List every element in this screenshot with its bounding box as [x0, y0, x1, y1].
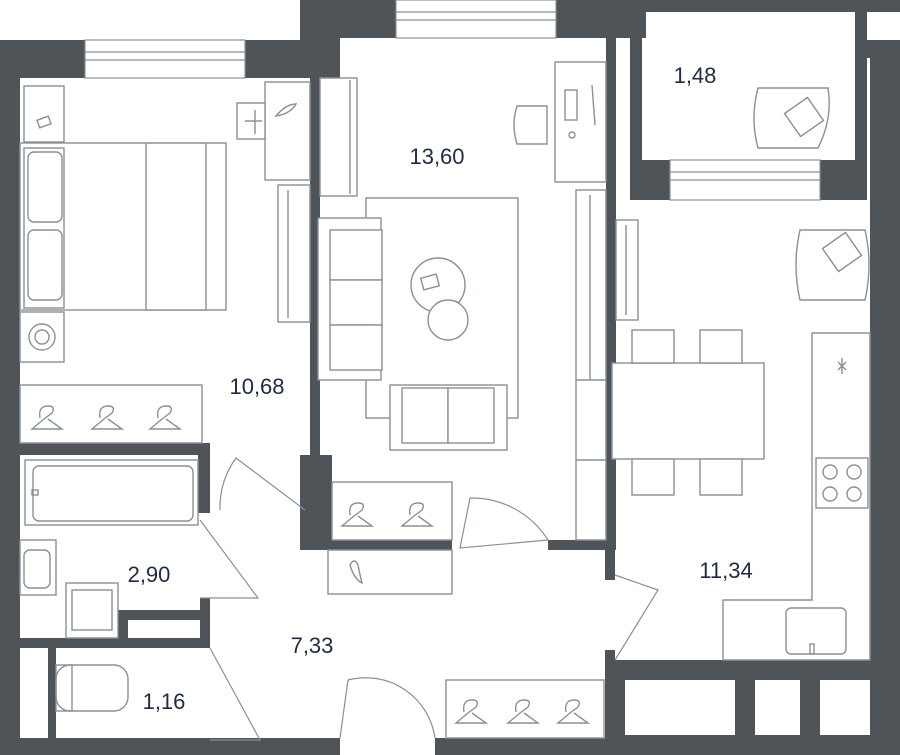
- area-label-bathroom: 2,90: [128, 562, 171, 587]
- bedroom-wardrobe: [277, 184, 311, 323]
- desk: [264, 81, 311, 181]
- bedroom-stool: [19, 311, 65, 363]
- living-furniture: [317, 61, 607, 541]
- living-wardrobe: [575, 189, 607, 541]
- kitchen-shelf: [615, 219, 639, 321]
- area-label-toilet: 1,16: [143, 689, 186, 714]
- kitchen-armchair: [795, 229, 870, 301]
- area-label-hallway: 7,33: [291, 633, 334, 658]
- area-label-balcony: 1,48: [674, 63, 717, 88]
- area-labels: 10,68 13,60 1,48 11,34 2,90 7,33 1,16: [128, 63, 753, 714]
- area-label-kitchen: 11,34: [699, 558, 752, 583]
- living-bookshelf: [319, 77, 358, 197]
- washing-machine: [65, 582, 119, 639]
- stove: [815, 457, 869, 509]
- kitchen-counter: [722, 332, 871, 661]
- dining-table: [611, 362, 765, 460]
- living-desk-chair: [513, 105, 548, 145]
- living-closet: [331, 481, 453, 541]
- nightstand: [23, 85, 65, 143]
- area-label-living: 13,60: [409, 144, 464, 169]
- windows: [84, 0, 821, 201]
- bathroom-furniture: [19, 459, 199, 712]
- kitchen-sink: [785, 607, 847, 655]
- toilet-seat: [55, 664, 129, 712]
- bedroom-furniture: [19, 81, 311, 444]
- kitchen-furniture: [611, 219, 871, 661]
- hallway-furniture: [327, 549, 605, 739]
- living-desk: [554, 61, 607, 183]
- shoe-rack: [327, 549, 453, 595]
- balcony-furniture: [753, 87, 830, 149]
- area-label-bedroom: 10,68: [229, 374, 284, 399]
- doors: [199, 457, 659, 741]
